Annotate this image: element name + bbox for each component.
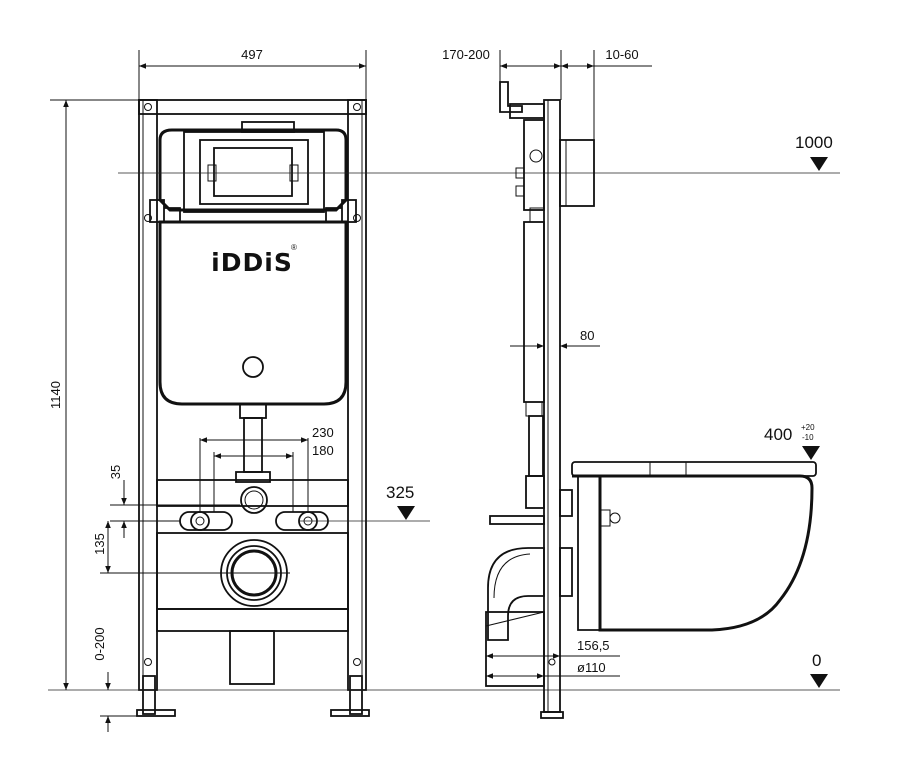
label-325: 325: [386, 483, 414, 502]
brand-registered-mark: ®: [291, 243, 297, 252]
flush-button-frame: [149, 121, 357, 223]
label-400-plus: +20: [801, 423, 815, 432]
dimension-10-60: 10-60: [561, 47, 652, 140]
side-view: 170-200 10-60 80: [442, 47, 817, 719]
label-400: 400: [764, 425, 792, 444]
dimension-156-5: 156,5: [486, 638, 620, 659]
dimension-135: 135: [92, 521, 290, 574]
label-400-minus: -10: [802, 433, 814, 442]
level-325: 325: [386, 483, 415, 520]
label-10-60: 10-60: [605, 47, 638, 62]
frame: [136, 99, 370, 717]
level-1000: 1000: [795, 133, 833, 171]
label-110: ø110: [577, 660, 606, 675]
dimension-80: 80: [510, 328, 600, 349]
label-170-200: 170-200: [442, 47, 490, 62]
label-230: 230: [312, 425, 334, 440]
label-135: 135: [92, 533, 107, 555]
label-497: 497: [241, 47, 263, 62]
level-400: 400 +20 -10: [764, 423, 820, 460]
label-1000: 1000: [795, 133, 833, 152]
level-0: 0: [810, 651, 828, 688]
label-80: 80: [580, 328, 594, 343]
dimension-35: 35: [108, 465, 240, 538]
dimension-0-200: 0-200: [92, 627, 140, 732]
cistern-tank: iDDiS ®: [158, 220, 348, 406]
toilet-bowl: [559, 461, 817, 632]
label-156-5: 156,5: [577, 638, 610, 653]
flush-pipe: [235, 403, 271, 514]
label-35: 35: [108, 465, 123, 479]
reference-lines: [48, 172, 840, 691]
front-view: 497: [48, 47, 370, 732]
label-0-200: 0-200: [92, 627, 107, 660]
dimension-1140: 1140: [48, 99, 139, 690]
dimension-230-180: 230 180: [199, 425, 334, 512]
dimension-170-200: 170-200: [442, 47, 562, 100]
dimension-110: ø110: [486, 660, 620, 679]
label-1140: 1140: [48, 381, 63, 409]
label-180: 180: [312, 443, 334, 458]
brand-logo: iDDiS: [211, 248, 293, 277]
label-0: 0: [812, 651, 821, 670]
dimension-width-497: 497: [138, 47, 367, 100]
